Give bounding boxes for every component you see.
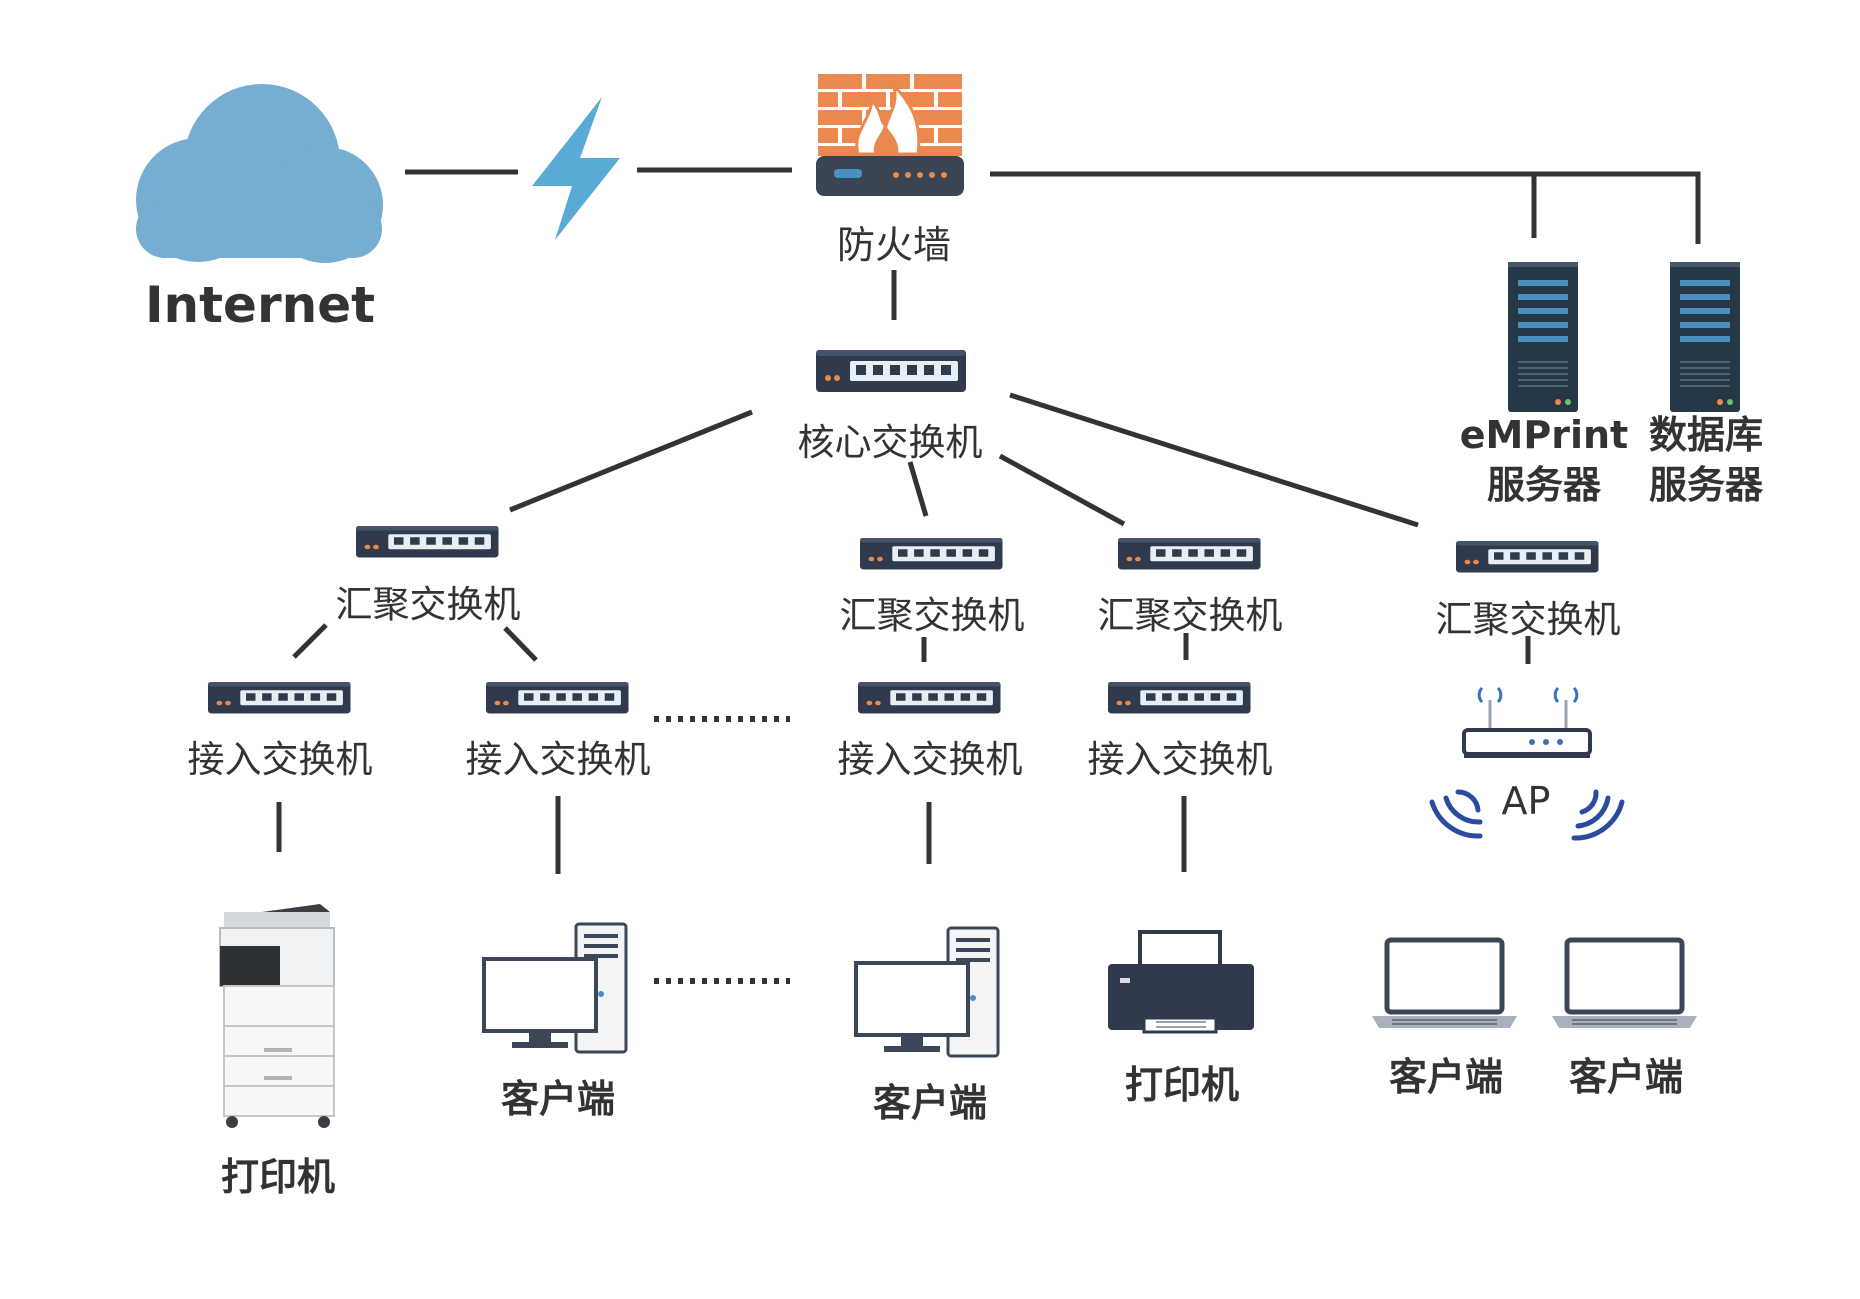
access-switch-label: 接入交换机 bbox=[1088, 738, 1273, 781]
cloud-icon bbox=[136, 84, 383, 263]
printer-label: 打印机 bbox=[1125, 1063, 1239, 1107]
link-core-agg4 bbox=[1009, 392, 1419, 528]
aggregation-switch-3: 汇聚交换机 bbox=[1098, 538, 1283, 637]
client-label: 客户端 bbox=[1389, 1055, 1503, 1099]
lightning-icon bbox=[532, 97, 620, 240]
emprint-server-label-line1: eMPrint bbox=[1460, 413, 1628, 457]
connection-lines bbox=[276, 167, 1701, 874]
database-server: 数据库 服务器 bbox=[1649, 261, 1764, 507]
laptop-icon bbox=[1372, 940, 1517, 1028]
desktop-computer-icon bbox=[482, 922, 628, 1054]
printer-1: 打印机 bbox=[219, 904, 335, 1199]
wifi-wave-left-icon bbox=[1429, 789, 1483, 839]
switch-icon bbox=[208, 682, 351, 714]
emprint-server-label-line2: 服务器 bbox=[1487, 463, 1602, 507]
client-laptop-1: 客户端 bbox=[1372, 940, 1517, 1099]
server-icon bbox=[1507, 261, 1579, 413]
switch-icon bbox=[356, 526, 499, 558]
access-switch-label: 接入交换机 bbox=[838, 738, 1023, 781]
aggregation-switch-4: 汇聚交换机 bbox=[1436, 541, 1621, 641]
firewall-label: 防火墙 bbox=[837, 223, 951, 267]
switch-icon bbox=[860, 538, 1003, 570]
client-desktop-2: 客户端 bbox=[854, 926, 1000, 1125]
emprint-server: eMPrint 服务器 bbox=[1460, 261, 1628, 507]
laptop-icon bbox=[1552, 940, 1697, 1028]
access-switch-1: 接入交换机 bbox=[188, 682, 373, 781]
link-agg1-access1 bbox=[292, 623, 328, 659]
access-switch-label: 接入交换机 bbox=[466, 738, 651, 781]
aggregation-switch-label: 汇聚交换机 bbox=[1436, 598, 1621, 641]
switch-icon bbox=[1118, 538, 1261, 570]
access-switch-3: 接入交换机 bbox=[838, 682, 1023, 781]
link-agg1-access2 bbox=[503, 626, 538, 662]
aggregation-switch-label: 汇聚交换机 bbox=[1098, 594, 1283, 637]
aggregation-switch-label: 汇聚交换机 bbox=[336, 583, 521, 626]
switch-icon bbox=[1108, 682, 1251, 714]
core-switch-label: 核心交换机 bbox=[798, 421, 983, 464]
ap-label: AP bbox=[1502, 779, 1551, 823]
wireless-ap-icon bbox=[1462, 686, 1592, 758]
switch-icon bbox=[1456, 541, 1599, 573]
access-switch-4: 接入交换机 bbox=[1088, 682, 1273, 781]
server-icon bbox=[1669, 261, 1741, 413]
link-core-agg3 bbox=[998, 453, 1126, 527]
database-server-label-line2: 服务器 bbox=[1649, 463, 1764, 507]
internet-label: Internet bbox=[145, 276, 375, 334]
access-switch-2: 接入交换机 bbox=[466, 682, 651, 781]
ellipsis-dots bbox=[654, 716, 790, 984]
firewall-icon bbox=[816, 74, 964, 196]
link-firewall-servers bbox=[990, 171, 1701, 244]
link-core-agg1 bbox=[509, 409, 753, 513]
client-label: 客户端 bbox=[1569, 1055, 1683, 1099]
wifi-wave-right-icon bbox=[1571, 789, 1625, 841]
multifunction-printer-icon bbox=[219, 904, 335, 1128]
core-switch: 核心交换机 bbox=[798, 350, 983, 464]
aggregation-switch-1: 汇聚交换机 bbox=[336, 526, 521, 626]
desktop-computer-icon bbox=[854, 926, 1000, 1058]
printer-label: 打印机 bbox=[221, 1155, 335, 1199]
aggregation-switch-2: 汇聚交换机 bbox=[840, 538, 1025, 637]
client-laptop-2: 客户端 bbox=[1552, 940, 1697, 1099]
switch-icon bbox=[816, 350, 966, 392]
client-desktop-1: 客户端 bbox=[482, 922, 628, 1121]
printer-2: 打印机 bbox=[1108, 930, 1254, 1107]
wireless-ap: AP bbox=[1429, 686, 1625, 841]
access-switch-label: 接入交换机 bbox=[188, 738, 373, 781]
database-server-label-line1: 数据库 bbox=[1649, 413, 1763, 457]
link-core-agg2 bbox=[907, 461, 929, 517]
switch-icon bbox=[858, 682, 1001, 714]
printer-icon bbox=[1108, 930, 1254, 1034]
client-label: 客户端 bbox=[873, 1081, 987, 1125]
switch-icon bbox=[486, 682, 629, 714]
aggregation-switch-label: 汇聚交换机 bbox=[840, 594, 1025, 637]
client-label: 客户端 bbox=[501, 1077, 615, 1121]
